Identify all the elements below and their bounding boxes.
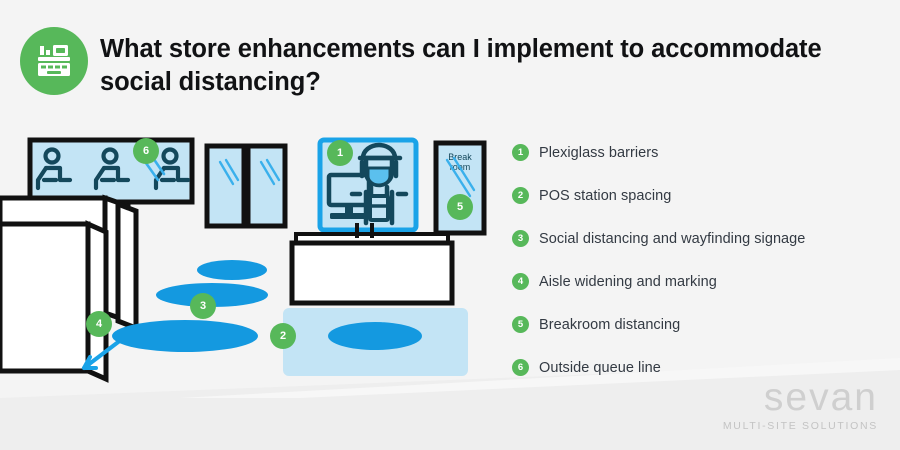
marker-label-4: 4 bbox=[95, 318, 103, 330]
marker-label-5: 5 bbox=[456, 201, 464, 213]
marker-breakroom-distancing: 5 bbox=[447, 194, 473, 220]
wayfinding-floor-decals bbox=[112, 260, 268, 352]
legend-item-2: 2 POS station spacing bbox=[512, 176, 900, 215]
legend-number-4: 4 bbox=[512, 273, 529, 290]
marker-aisle-widening: 4 bbox=[86, 311, 112, 337]
legend-item-1: 1 Plexiglass barriers bbox=[512, 133, 900, 172]
legend-number-1: 1 bbox=[512, 144, 529, 161]
legend-number-3: 3 bbox=[512, 230, 529, 247]
legend-item-5: 5 Breakroom distancing bbox=[512, 305, 900, 344]
sevan-logo: sevan MULTI-SITE SOLUTIONS bbox=[723, 378, 878, 432]
pos-spacing-zone bbox=[283, 308, 468, 376]
legend-number-2: 2 bbox=[512, 187, 529, 204]
legend-label-6: Outside queue line bbox=[539, 359, 661, 376]
queue-person-2 bbox=[93, 147, 131, 191]
logo-tagline: MULTI-SITE SOLUTIONS bbox=[722, 420, 878, 432]
legend-label-1: Plexiglass barriers bbox=[539, 144, 659, 161]
marker-label-2: 2 bbox=[279, 330, 287, 342]
legend-item-4: 4 Aisle widening and marking bbox=[512, 262, 900, 301]
logo-wordmark: sevan bbox=[763, 376, 878, 419]
header: What store enhancements can I implement … bbox=[0, 0, 900, 118]
checkout-counter bbox=[289, 223, 455, 306]
cash-register-icon bbox=[20, 27, 88, 95]
legend-label-2: POS station spacing bbox=[539, 187, 672, 204]
legend-list: 1 Plexiglass barriers 2 POS station spac… bbox=[512, 133, 900, 391]
legend-item-3: 3 Social distancing and wayfinding signa… bbox=[512, 219, 900, 258]
breakroom-door-shine bbox=[445, 156, 476, 198]
cashier-figure bbox=[349, 142, 409, 226]
store-layout-illustration: Break room bbox=[0, 118, 500, 408]
marker-plexiglass-barrier: 1 bbox=[327, 140, 353, 166]
legend-number-5: 5 bbox=[512, 316, 529, 333]
pos-floor-decal bbox=[328, 322, 422, 350]
storefront-window bbox=[27, 137, 195, 205]
marker-label-6: 6 bbox=[142, 145, 150, 157]
queue-person-1 bbox=[35, 147, 73, 191]
marker-wayfinding-signage: 3 bbox=[190, 293, 216, 319]
store-layout-svg: Break room bbox=[0, 137, 487, 383]
marker-label-3: 3 bbox=[199, 300, 207, 312]
legend-number-6: 6 bbox=[512, 359, 529, 376]
entrance-glass-doors bbox=[204, 143, 288, 229]
door-shine bbox=[218, 158, 281, 186]
legend-label-5: Breakroom distancing bbox=[539, 316, 681, 333]
aisle-shelving bbox=[0, 194, 139, 383]
legend-label-3: Social distancing and wayfinding signage bbox=[539, 230, 806, 247]
legend-item-6: 6 Outside queue line bbox=[512, 348, 900, 387]
page-title: What store enhancements can I implement … bbox=[100, 35, 822, 96]
marker-outside-queue-line: 6 bbox=[133, 138, 159, 164]
marker-label-1: 1 bbox=[336, 147, 344, 159]
cash-register-glyph bbox=[38, 45, 70, 76]
breakroom-label-line1: Break bbox=[448, 152, 472, 162]
marker-pos-station-spacing: 2 bbox=[270, 323, 296, 349]
legend-label-4: Aisle widening and marking bbox=[539, 273, 717, 290]
